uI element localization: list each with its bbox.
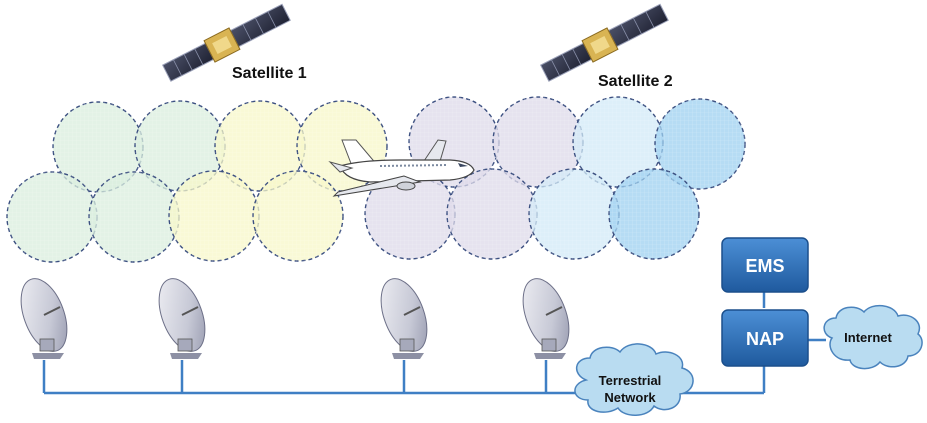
airplane-icon xyxy=(328,139,475,197)
beam xyxy=(88,171,180,263)
terrestrial-network-label-line1: Terrestrial xyxy=(599,373,662,388)
ems-label: EMS xyxy=(745,256,784,276)
satellite-2-label: Satellite 2 xyxy=(598,73,673,90)
terrestrial-network-cloud: Terrestrial Network xyxy=(574,343,694,416)
ems-box: EMS xyxy=(721,237,809,293)
dish-antenna-icon xyxy=(522,278,570,359)
beam xyxy=(252,170,344,262)
satellite-1-icon xyxy=(161,3,291,82)
satellite-1-label: Satellite 1 xyxy=(232,65,307,82)
internet-cloud: Internet xyxy=(823,304,923,370)
beam xyxy=(6,171,98,263)
beam xyxy=(608,168,700,260)
beam xyxy=(446,168,538,260)
beam xyxy=(528,168,620,260)
network-links xyxy=(42,292,826,395)
nap-box: NAP xyxy=(721,309,809,367)
satellite-2-icon xyxy=(539,3,669,82)
beam xyxy=(168,170,260,262)
nap-label: NAP xyxy=(746,329,784,349)
internet-label: Internet xyxy=(844,330,892,345)
dish-antenna-icon xyxy=(158,278,206,359)
terrestrial-network-label-line2: Network xyxy=(604,390,656,405)
dish-antenna-icon xyxy=(20,278,68,359)
dish-antenna-icon xyxy=(380,278,428,359)
